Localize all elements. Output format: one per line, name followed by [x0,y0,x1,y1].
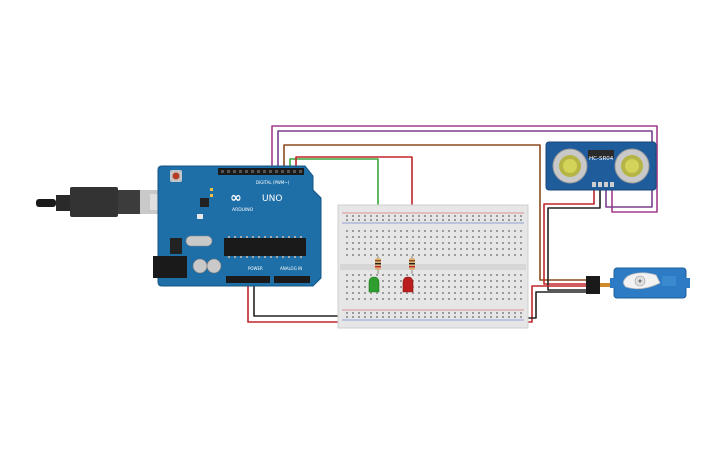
wire-brown [283,144,586,281]
wire-sensor-vcc [543,184,595,285]
breadboard-center-channel [340,264,526,270]
digital-label: DIGITAL (PWM~) [256,180,290,185]
led-green[interactable] [368,276,380,293]
digital-header-pins [221,170,302,173]
breadboard[interactable] [337,204,529,329]
digital-header [218,168,304,175]
wire-power-red [247,280,342,323]
arduino-model: UNO [262,194,282,204]
arduino-uno-board[interactable]: DIGITAL (PWM~) ∞ ARDUINO UNO [153,165,322,287]
tx-led [210,188,213,191]
voltage-regulator [170,238,182,254]
crystal [185,235,213,247]
servo-connector [586,276,600,294]
capacitor-1 [192,258,208,274]
power-label: POWER [248,266,263,271]
servo-motor[interactable] [586,267,690,299]
rx-led [210,194,213,197]
chip-pins [228,236,302,258]
resistor-2 [409,256,415,274]
on-led [197,214,203,219]
power-header [226,276,270,283]
analog-header [274,276,310,283]
sensor-label: HC-SR04 [589,156,614,162]
sensor-pins [592,182,614,187]
power-jack [153,256,187,278]
arduino-brand: ARDUINO [232,207,254,213]
usb-chip [200,198,209,207]
wire-sensor-gnd [547,184,601,291]
led-red[interactable] [402,276,414,293]
analog-label: ANALOG IN [280,266,302,271]
atmega-chip [224,238,306,256]
arduino-logo: ∞ [230,190,242,206]
resistor-1 [375,256,381,274]
wire-power-black [253,280,342,317]
capacitor-2 [206,258,222,274]
ultrasonic-sensor[interactable]: HC-SR04 [545,141,657,191]
breadboard-holes [346,215,522,318]
usb-cable [36,187,174,217]
